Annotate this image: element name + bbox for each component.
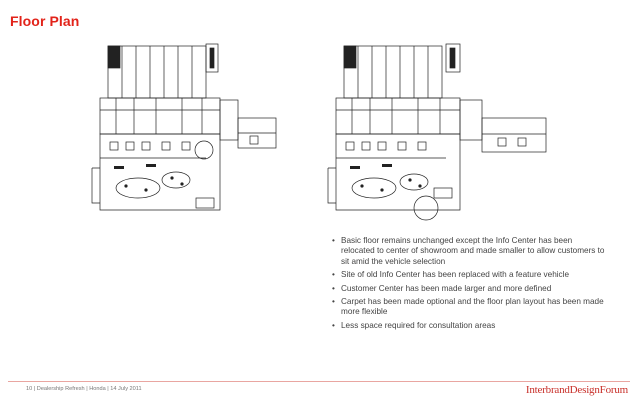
bullet-item: •Site of old Info Center has been replac… <box>332 270 570 280</box>
bullet-dot: • <box>332 283 335 293</box>
footer-caption: 10 | Dealership Refresh | Honda | 14 Jul… <box>26 386 142 392</box>
floor-plan-revised <box>322 38 562 228</box>
bullet-item: •Customer Center has been made larger an… <box>332 283 552 293</box>
bullet-dot: • <box>332 270 335 280</box>
page-title: Floor Plan <box>10 13 80 29</box>
bullet-dot: • <box>332 297 335 307</box>
bullet-item: •Carpet has been made optional and the f… <box>332 297 604 317</box>
bullet-list: •Basic floor remains unchanged except th… <box>330 236 608 334</box>
bullet-dot: • <box>332 236 335 245</box>
floor-plan-original-drawing <box>91 43 277 211</box>
bullet-dot: • <box>332 320 335 330</box>
footer-divider <box>8 381 630 382</box>
brand-logo: InterbrandDesignForum <box>525 384 628 396</box>
floor-plan-original <box>86 38 286 218</box>
bullet-item: •Basic floor remains unchanged except th… <box>332 236 605 266</box>
bullet-item: •Less space required for consultation ar… <box>332 320 496 330</box>
floor-plan-revised-drawing <box>327 43 547 221</box>
